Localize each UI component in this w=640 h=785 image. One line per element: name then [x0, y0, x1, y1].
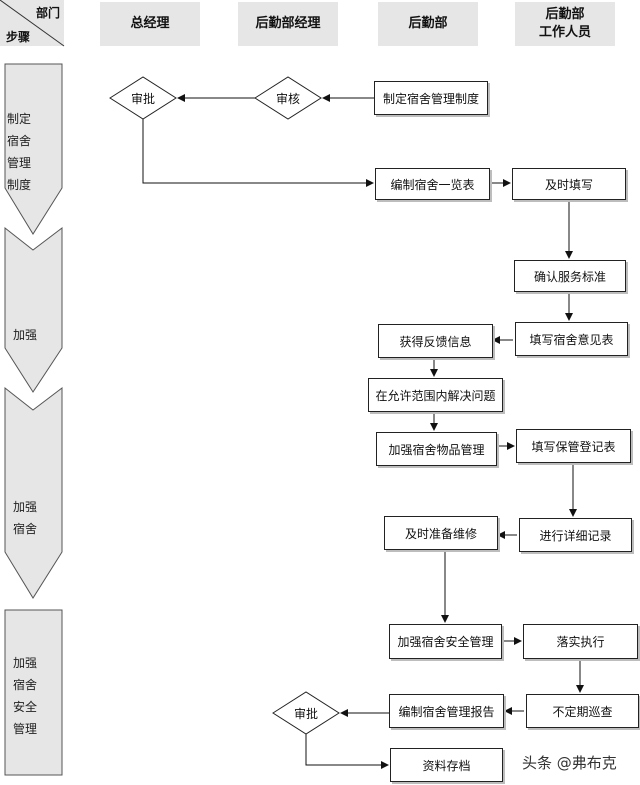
- step-label-line: 宿舍: [6, 134, 31, 148]
- node-solve-issue: 在允许范围内解决问题: [368, 378, 503, 412]
- step-label-line: 制度: [6, 178, 31, 192]
- node-compile-report: 编制宿舍管理报告: [389, 694, 504, 728]
- node-implement: 落实执行: [523, 624, 638, 659]
- header-logistics-staff: 后勤部工作人员: [515, 2, 615, 46]
- edge-approve2-archive: [305, 734, 389, 769]
- step-label-line: 加强: [12, 328, 37, 342]
- node-safety-management: 加强宿舍安全管理: [389, 624, 502, 659]
- review-diamond: [254, 76, 322, 120]
- header-general-manager: 总经理: [100, 2, 200, 46]
- node-compile-list: 编制宿舍一览表: [375, 168, 490, 200]
- approve2-label: 审批: [293, 706, 318, 721]
- node-make-rules: 制定宿舍管理制度: [374, 81, 488, 115]
- step-label-line: 管理: [6, 156, 31, 170]
- header-logistics-manager: 后勤部经理: [238, 2, 338, 46]
- step-label-safety: 加强宿舍安全管理: [5, 652, 45, 740]
- node-get-feedback: 获得反馈信息: [378, 324, 493, 358]
- step-label-rules: 制定宿舍管理制度: [5, 108, 33, 196]
- node-fill-opinion-form: 填写宿舍意见表: [515, 322, 628, 356]
- node-archive: 资料存档: [390, 748, 503, 782]
- step-label-strengthen: 加强: [5, 324, 45, 346]
- node-fill-timely: 及时填写: [512, 168, 626, 200]
- node-detail-record: 进行详细记录: [519, 518, 632, 552]
- step-shape-1: [4, 63, 63, 235]
- approve1-diamond: [109, 76, 177, 120]
- node-prepare-repair: 及时准备维修: [384, 516, 498, 550]
- node-confirm-standard: 确认服务标准: [514, 260, 626, 292]
- node-irregular-inspection: 不定期巡查: [526, 694, 639, 728]
- node-goods-management: 加强宿舍物品管理: [376, 432, 497, 466]
- watermark: 头条 @弗布克: [522, 754, 617, 772]
- corner-diagonal: [0, 0, 65, 47]
- corner-dept-label: 部门: [36, 6, 61, 20]
- step-shape-2: [4, 226, 63, 393]
- header-logistics-dept: 后勤部: [378, 2, 478, 46]
- step-label-line: 加强: [12, 656, 37, 670]
- step-shape-4: [4, 609, 63, 776]
- step-label-line: 安全: [12, 700, 37, 714]
- review-label: 审核: [275, 91, 300, 106]
- approve2-diamond: [272, 691, 340, 735]
- approve1-label: 审批: [130, 91, 155, 106]
- step-label-strengthen-dorm: 加强宿舍: [5, 496, 45, 540]
- step-label-line: 加强: [12, 500, 37, 514]
- step-shape-3: [4, 386, 63, 599]
- step-label-line: 管理: [12, 722, 37, 736]
- step-label-line: 宿舍: [12, 522, 37, 536]
- node-fill-custody-form: 填写保管登记表: [516, 429, 631, 463]
- edge-approve-compile: [142, 119, 374, 187]
- corner-step-label: 步骤: [6, 30, 31, 44]
- step-label-line: 宿舍: [12, 678, 37, 692]
- step-label-line: 制定: [6, 112, 31, 126]
